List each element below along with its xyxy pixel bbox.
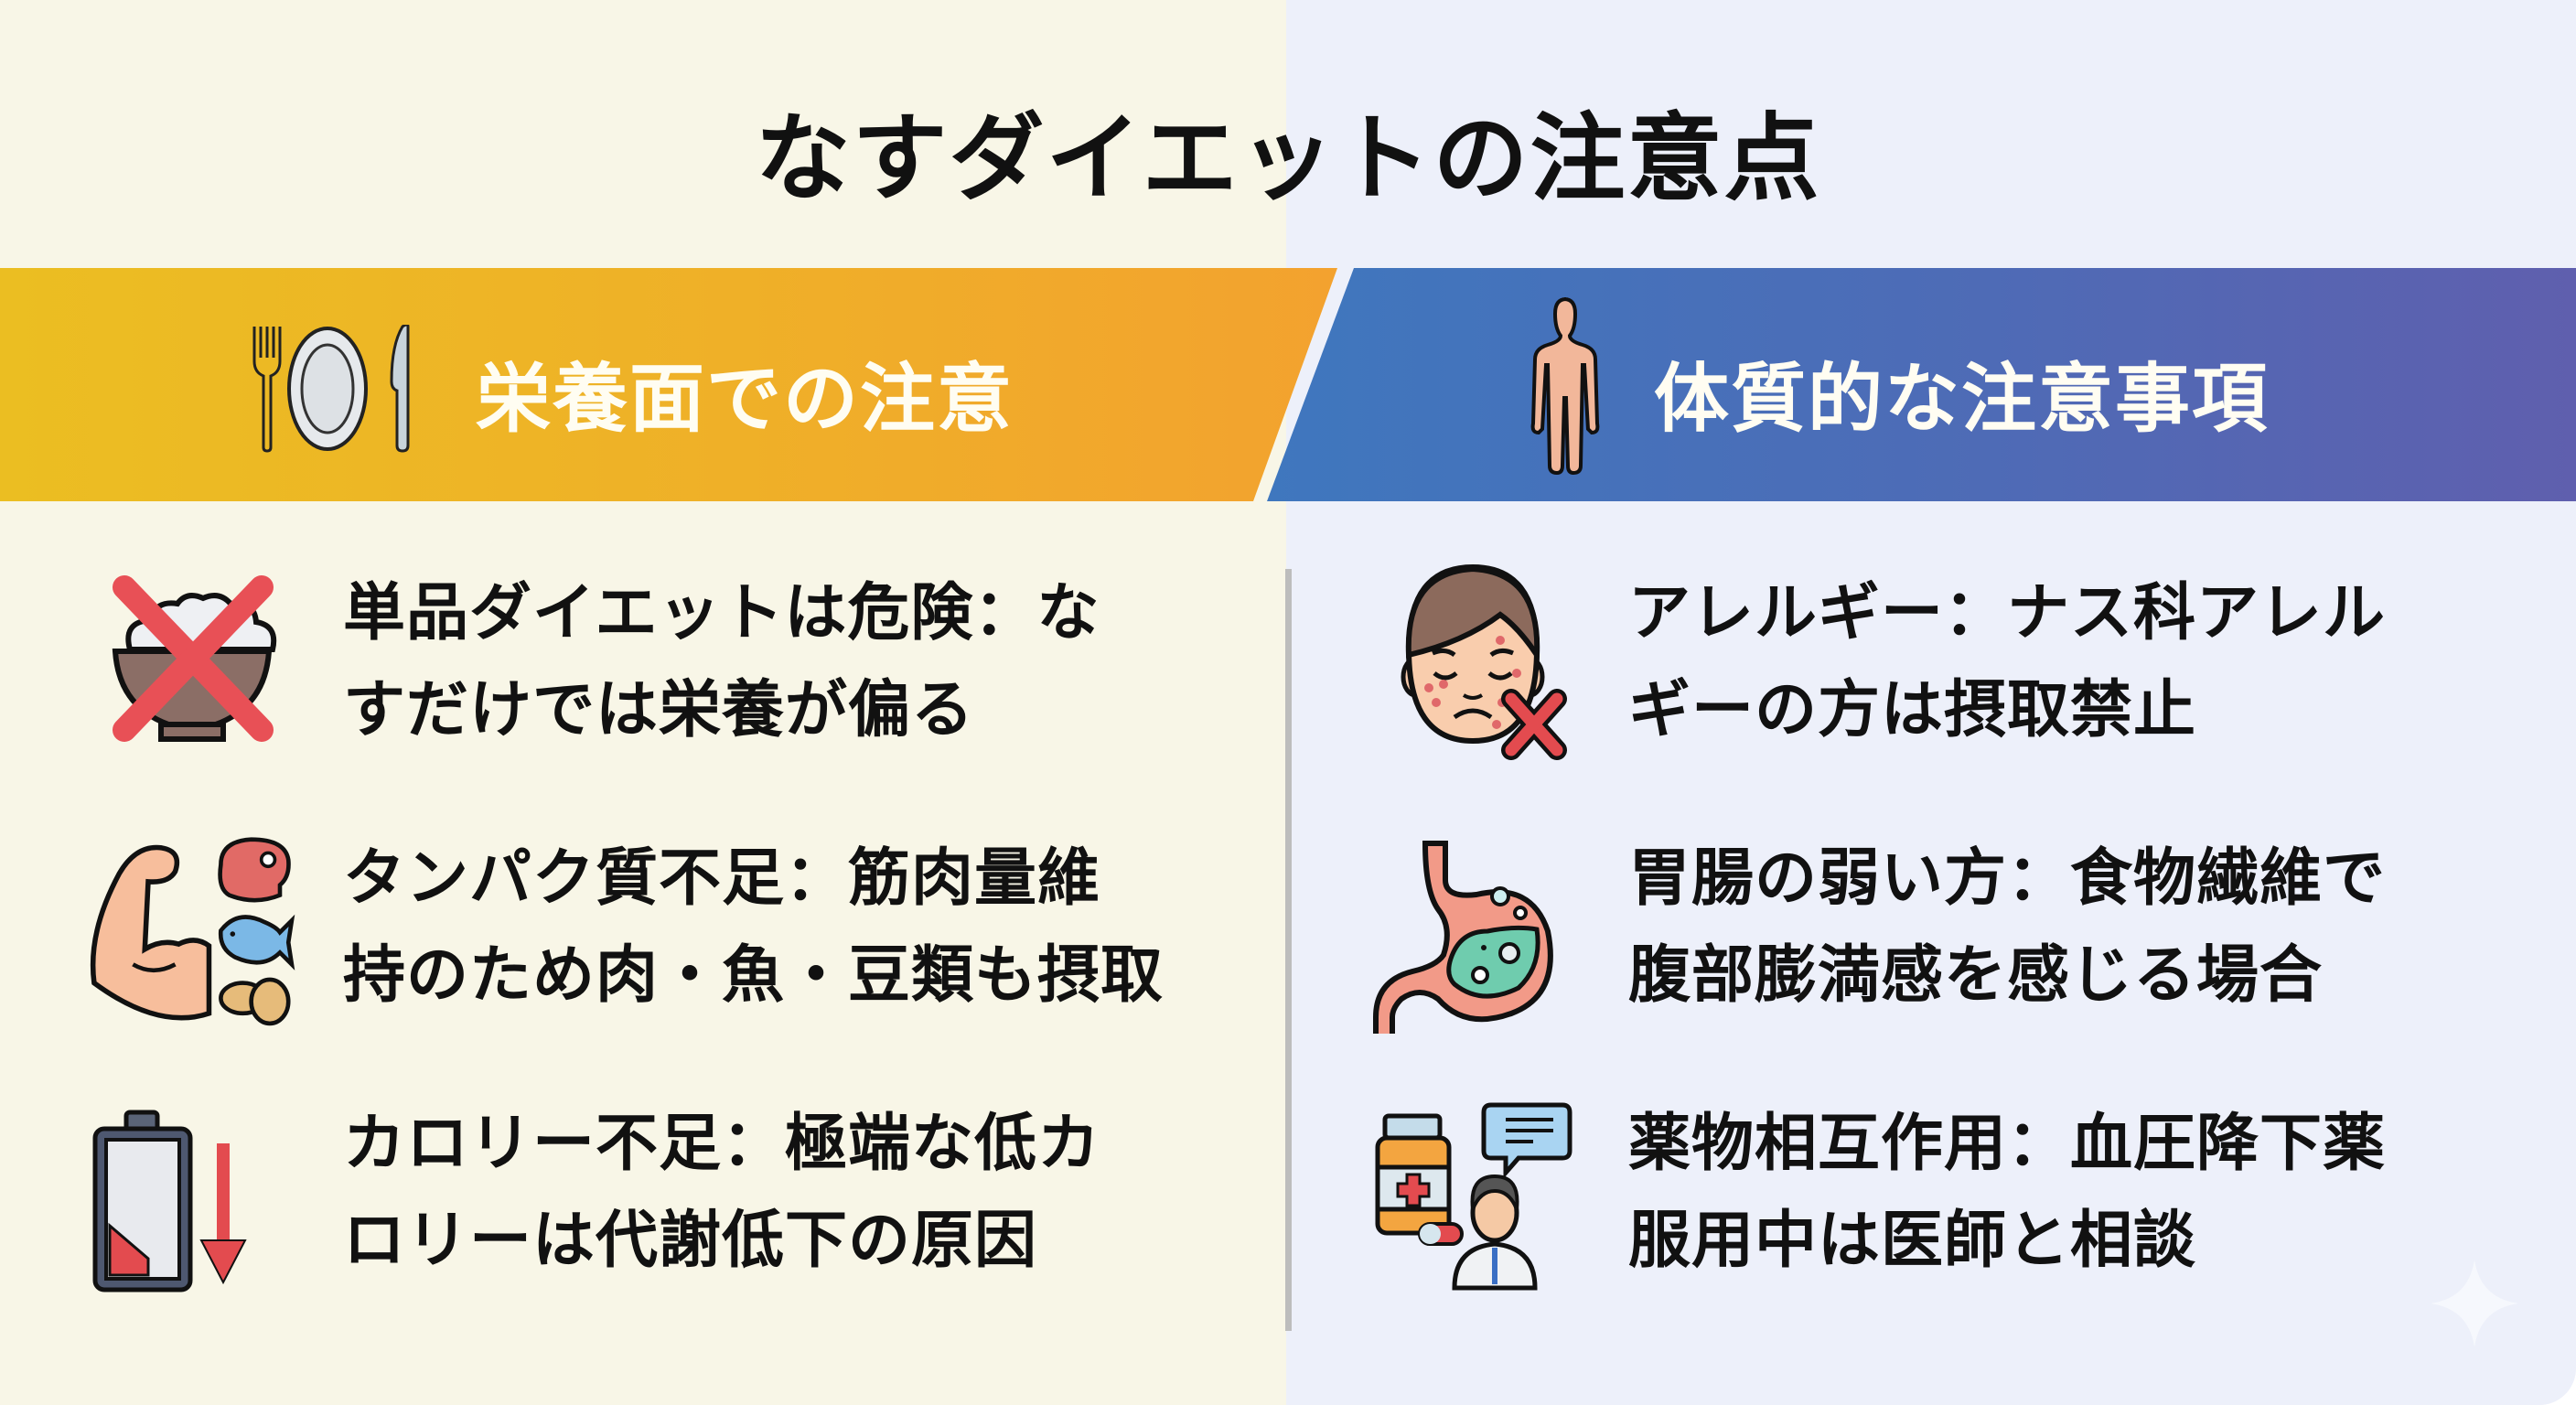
plate-fork-knife-icon <box>252 325 410 453</box>
item-text: 胃腸の弱い方：食物繊維で 腹部膨満感を感じる場合 <box>1628 842 2387 1012</box>
nutrition-header-band: 栄養面での注意 <box>0 268 1337 501</box>
page-title: なすダイエットの注意点 <box>755 102 1821 214</box>
medicine-doctor-icon <box>1375 1102 1572 1291</box>
item-text: アレルギー：ナス科アレル ギーの方は摂取禁止 <box>1628 577 2387 746</box>
item-text: 単品ダイエットは危険：な すだけでは栄養が偏る <box>343 577 1100 746</box>
sparkle-icon <box>2431 1260 2518 1347</box>
muscle-protein-icon <box>90 837 295 1026</box>
human-body-icon <box>1530 297 1600 476</box>
list-item: アレルギー：ナス科アレル ギーの方は摂取禁止 <box>1363 549 2552 768</box>
constitution-header-title: 体質的な注意事項 <box>1654 356 2270 443</box>
column-divider <box>1285 569 1292 1331</box>
low-battery-icon <box>92 1110 247 1292</box>
list-item: カロリー不足：極端な低カ ロリーは代謝低下の原因 <box>82 1079 1272 1299</box>
constitution-header-band: 体質的な注意事項 <box>1267 268 2576 501</box>
nutrition-header-title: 栄養面での注意 <box>476 356 1014 443</box>
stomach-icon <box>1373 841 1553 1034</box>
item-text: カロリー不足：極端な低カ ロリーは代謝低下の原因 <box>343 1108 1101 1277</box>
list-item: 薬物相互作用：血圧降下薬 服用中は医師と相談 <box>1363 1079 2552 1299</box>
list-item: 単品ダイエットは危険：な すだけでは栄養が偏る <box>82 549 1272 768</box>
allergy-face-icon <box>1401 563 1567 760</box>
item-text: タンパク質不足：筋肉量維 持のため肉・魚・豆類も摂取 <box>343 842 1165 1012</box>
list-item: 胃腸の弱い方：食物繊維で 腹部膨満感を感じる場合 <box>1363 814 2552 1034</box>
list-item: タンパク質不足：筋肉量維 持のため肉・魚・豆類も摂取 <box>82 814 1272 1034</box>
rice-bowl-crossed-icon <box>112 575 277 742</box>
item-text: 薬物相互作用：血圧降下薬 服用中は医師と相談 <box>1628 1108 2387 1277</box>
